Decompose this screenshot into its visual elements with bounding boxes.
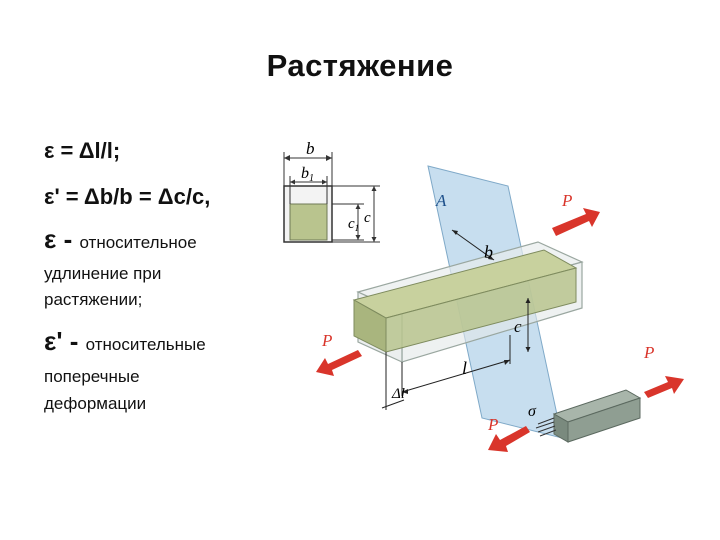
formula-strain: ε = Δl/l;: [44, 138, 121, 163]
tension-diagram: b b1 c1 c A: [283, 139, 684, 452]
label-p-left: P: [321, 331, 332, 350]
label-b: b: [306, 139, 315, 158]
definition-epsilon-prime: ε' - относительные: [44, 326, 206, 357]
slide-title: Растяжение: [266, 48, 454, 83]
label-c: c: [364, 210, 371, 226]
epsilon-prime-symbol: ε': [44, 326, 63, 356]
definition-epsilon-line3: растяжении;: [44, 290, 143, 309]
epsilon-dash: -: [56, 224, 80, 254]
force-arrow-right-bottom: [644, 376, 684, 398]
epsilon-prime-dash: -: [62, 326, 86, 356]
cross-section-inset: b b1 c1 c: [283, 139, 380, 243]
definition-epsilon-prime-line3: деформации: [44, 394, 147, 413]
label-l: l: [462, 358, 467, 378]
definition-epsilon: ε - относительное: [44, 224, 197, 255]
epsilon-symbol: ε: [44, 224, 57, 254]
label-delta-l: Δl: [391, 386, 405, 402]
small-bar: [535, 389, 642, 443]
label-c-main: c: [514, 317, 522, 336]
deformed-bar: [352, 249, 578, 353]
label-c1: c1: [348, 216, 359, 233]
formula-transverse-strain: ε' = Δb/b = Δc/c,: [44, 184, 211, 209]
epsilon-text: относительное: [79, 233, 197, 252]
label-p-top-right: P: [561, 191, 572, 210]
definition-epsilon-prime-line2: поперечные: [44, 367, 140, 386]
label-sigma: σ: [528, 403, 537, 420]
definition-epsilon-line2: удлинение при: [44, 264, 162, 283]
epsilon-prime-text: относительные: [85, 335, 206, 354]
force-arrow-left-bottom: [488, 426, 530, 452]
label-p-bottom-left: P: [487, 415, 498, 434]
label-b-main: b: [484, 242, 493, 262]
label-p-bottom-right: P: [643, 343, 654, 362]
force-arrow-right-top: [552, 208, 600, 236]
label-b1: b1: [301, 165, 314, 184]
label-plane-a: A: [435, 191, 447, 210]
force-arrow-left: [316, 350, 362, 376]
